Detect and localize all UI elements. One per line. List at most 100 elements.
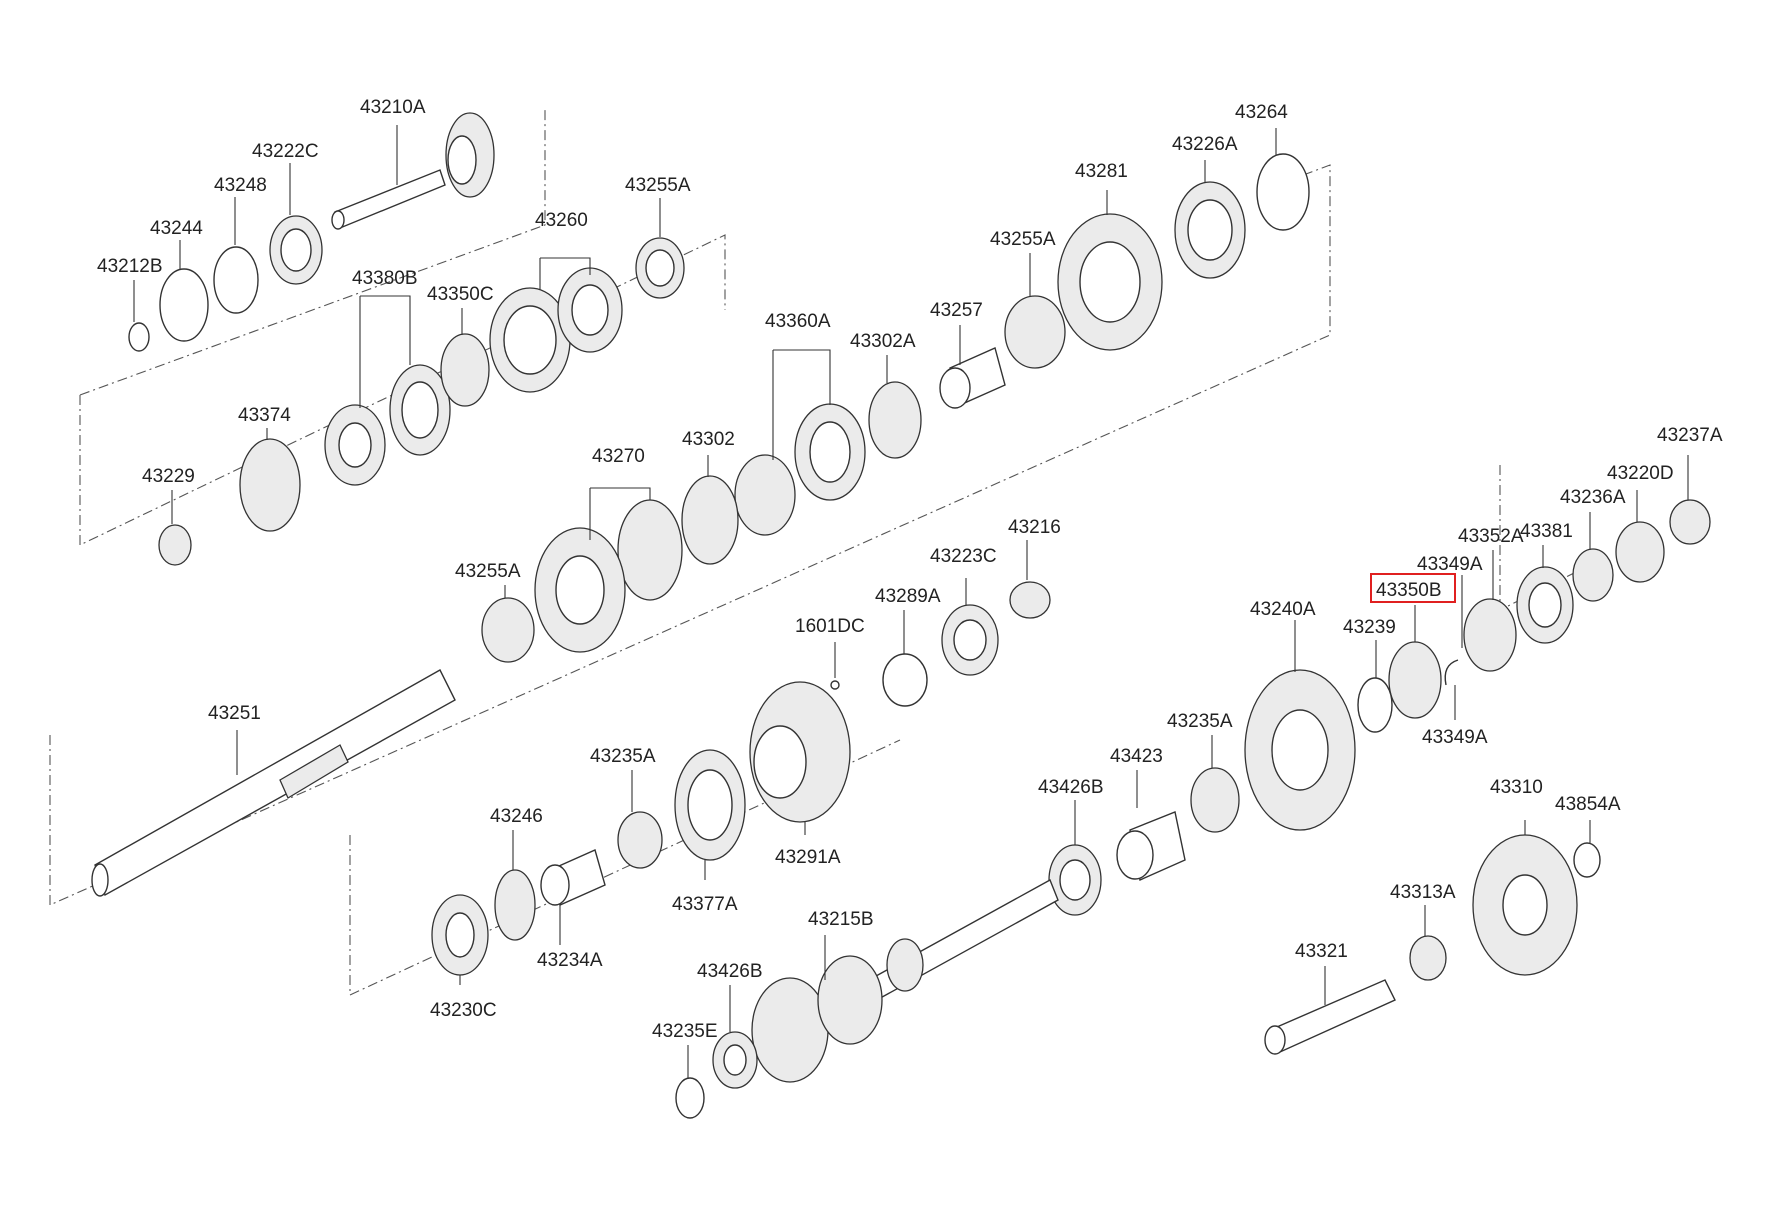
- label-43255A-mid: 43255A: [990, 229, 1056, 250]
- label-43255A-low: 43255A: [455, 561, 521, 582]
- clip-43212B: [128, 322, 150, 352]
- label-43236A: 43236A: [1560, 487, 1626, 508]
- bearing-43313A: [1409, 935, 1447, 981]
- label-43377A: 43377A: [672, 894, 738, 915]
- label-43381: 43381: [1520, 521, 1573, 542]
- label-43291A: 43291A: [775, 847, 841, 868]
- label-43248: 43248: [214, 175, 267, 196]
- label-43220D: 43220D: [1607, 463, 1674, 484]
- gear-43230C: [431, 894, 489, 976]
- label-43212B: 43212B: [97, 256, 163, 277]
- clip-43349A-top: [1444, 659, 1459, 686]
- bearing-43229: [158, 524, 192, 566]
- washer-43216: [1009, 581, 1051, 619]
- part-labels: 43210A 43222C 43248 43244 43212B 43255A …: [97, 97, 1723, 1042]
- label-43270: 43270: [592, 446, 645, 467]
- bearing-43255A-mid: [1004, 295, 1066, 369]
- label-43240A: 43240A: [1250, 599, 1316, 620]
- ring-43302A: [868, 381, 922, 459]
- label-43234A: 43234A: [537, 950, 603, 971]
- label-43216: 43216: [1008, 517, 1061, 538]
- label-43313A: 43313A: [1390, 882, 1456, 903]
- mainshaft-43251: [91, 669, 456, 897]
- sleeve-43423: [1116, 811, 1186, 881]
- label-43264: 43264: [1235, 102, 1288, 123]
- synchro-43360A: [734, 403, 866, 536]
- synchro-43380B: [324, 364, 451, 486]
- sleeve-43234A: [540, 849, 606, 906]
- washer-43237A: [1669, 499, 1711, 545]
- leader-lines: [133, 125, 1689, 1078]
- ring-43302: [681, 475, 739, 565]
- snap-ring-43235E: [675, 1077, 705, 1119]
- label-43255A-top: 43255A: [625, 175, 691, 196]
- label-43426B-right: 43426B: [1038, 777, 1104, 798]
- label-43302A: 43302A: [850, 331, 916, 352]
- gear-43291A: [749, 681, 851, 823]
- gear-43260: [489, 267, 623, 393]
- gear-43281: [1057, 213, 1163, 351]
- ball-1601DC: [830, 680, 840, 690]
- bearing-43426B-right: [1048, 844, 1102, 916]
- label-43310: 43310: [1490, 777, 1543, 798]
- bearing-43255A-low: [481, 597, 535, 663]
- label-43302: 43302: [682, 429, 735, 450]
- washer-43854A: [1573, 842, 1601, 878]
- ring-43350B: [1388, 641, 1442, 719]
- label-43229: 43229: [142, 466, 195, 487]
- label-43374: 43374: [238, 405, 291, 426]
- bearing-43235A-left: [617, 811, 663, 869]
- gear-43270: [534, 499, 683, 653]
- label-43360A: 43360A: [765, 311, 831, 332]
- label-43257: 43257: [930, 300, 983, 321]
- label-43426B-left: 43426B: [697, 961, 763, 982]
- label-43237A: 43237A: [1657, 425, 1723, 446]
- bearing-43255A-top: [635, 237, 685, 299]
- washer-43239: [1357, 677, 1393, 733]
- synchro-43377A: [674, 749, 746, 861]
- label-43321: 43321: [1295, 941, 1348, 962]
- snap-ring-43248: [213, 246, 259, 314]
- ring-43289A: [882, 653, 928, 707]
- label-43352A: 43352A: [1458, 526, 1524, 547]
- label-43210A: 43210A: [360, 97, 426, 118]
- gear-43310: [1472, 834, 1578, 976]
- gear-43240A: [1244, 669, 1356, 831]
- label-43215B: 43215B: [808, 909, 874, 930]
- shaft-43321: [1264, 979, 1396, 1055]
- label-43349A-top: 43349A: [1417, 554, 1483, 575]
- bearing-43235A-right: [1190, 767, 1240, 833]
- bearing-43222C: [269, 215, 323, 285]
- ring-43244: [159, 268, 209, 342]
- ring-43246: [494, 869, 536, 941]
- label-43222C: 43222C: [252, 141, 319, 162]
- label-43349A-bot: 43349A: [1422, 727, 1488, 748]
- label-43423: 43423: [1110, 746, 1163, 767]
- label-43239: 43239: [1343, 617, 1396, 638]
- label-43235A-right: 43235A: [1167, 711, 1233, 732]
- hub-43352A: [1463, 598, 1517, 672]
- bearing-43220D: [1615, 521, 1665, 583]
- label-43380B: 43380B: [352, 268, 418, 289]
- label-43854A: 43854A: [1555, 794, 1621, 815]
- label-43246: 43246: [490, 806, 543, 827]
- label-1601DC: 1601DC: [795, 616, 865, 637]
- countershaft-43215B: [751, 879, 1059, 1083]
- label-43251: 43251: [208, 703, 261, 724]
- label-43350C: 43350C: [427, 284, 494, 305]
- label-43235E: 43235E: [652, 1021, 718, 1042]
- bearing-43236A: [1572, 548, 1614, 602]
- label-43244: 43244: [150, 218, 203, 239]
- ring-43374: [239, 438, 301, 532]
- label-43350B: 43350B: [1376, 580, 1442, 601]
- synchro-43381: [1516, 566, 1574, 644]
- bearing-43426B-left: [712, 1031, 758, 1089]
- label-43223C: 43223C: [930, 546, 997, 567]
- input-shaft: [331, 112, 495, 230]
- sleeve-43257: [939, 347, 1006, 409]
- label-43230C: 43230C: [430, 1000, 497, 1021]
- bearing-43223C: [941, 604, 999, 676]
- label-43289A: 43289A: [875, 586, 941, 607]
- ring-43350C: [440, 333, 490, 407]
